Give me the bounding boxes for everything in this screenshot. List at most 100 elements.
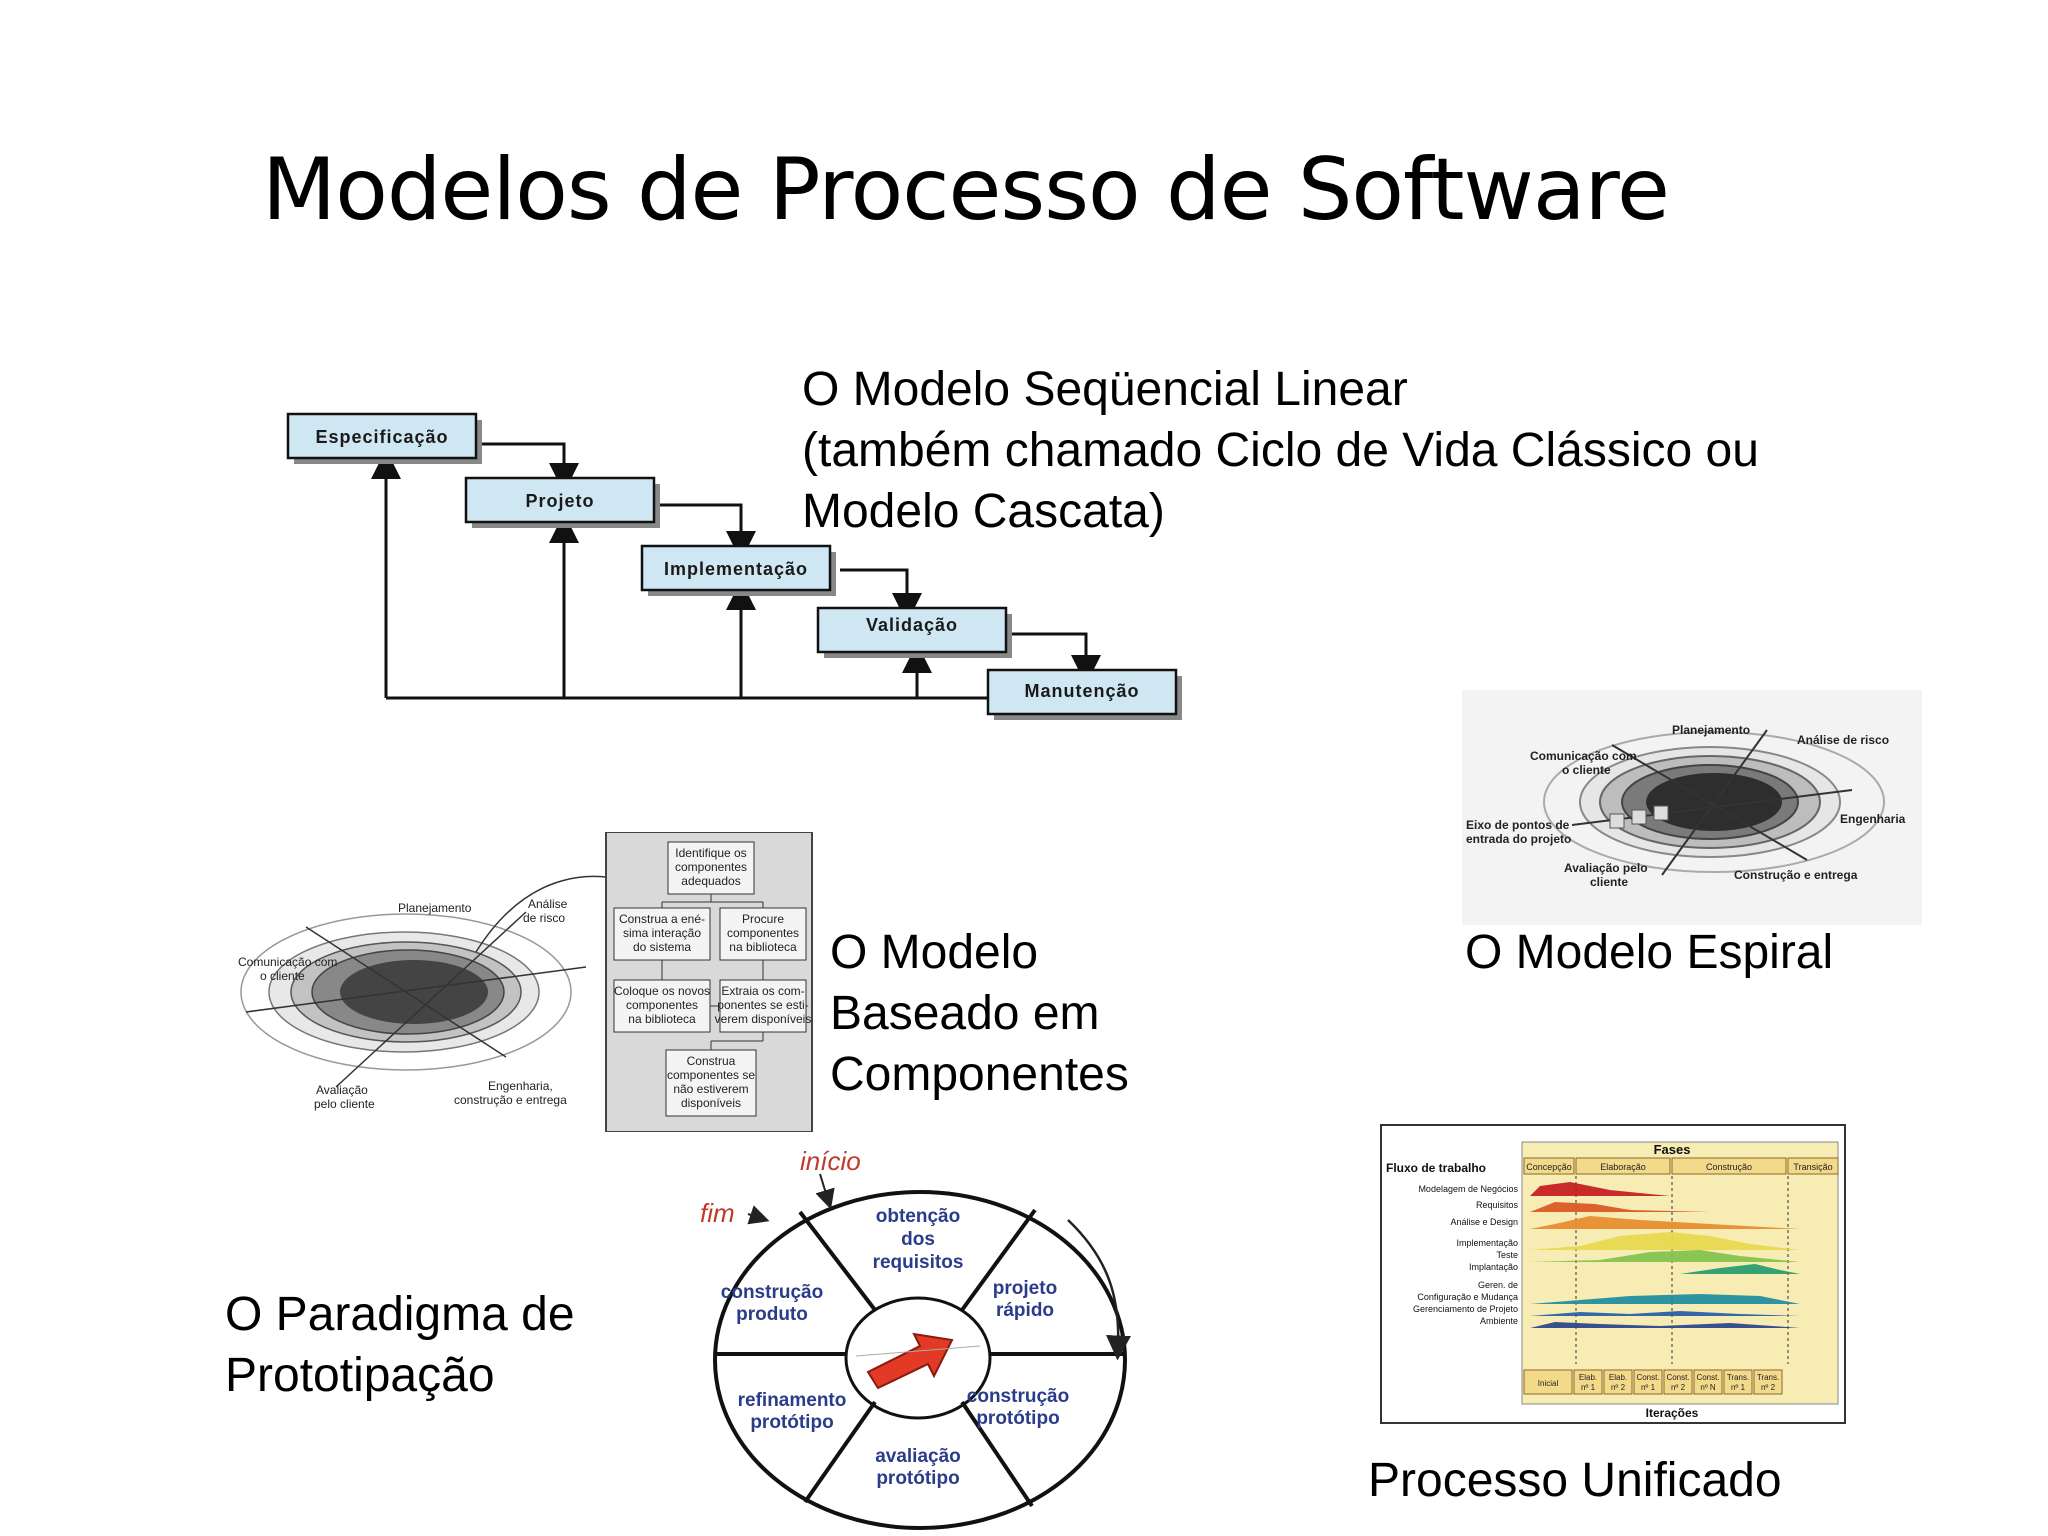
svg-text:dos: dos xyxy=(901,1229,935,1250)
svg-text:sima interação: sima interação xyxy=(623,926,701,940)
svg-text:protótipo: protótipo xyxy=(750,1412,833,1433)
workflow-hump xyxy=(1530,1264,1800,1274)
flow-box: Construa componentes se não estiverem di… xyxy=(665,1049,757,1117)
svg-text:do sistema: do sistema xyxy=(633,940,691,954)
flow-box: Construa a ené- sima interação do sistem… xyxy=(613,907,711,961)
iteration-label: Trans. xyxy=(1757,1373,1779,1382)
comp-label-engenharia-2: construção e entrega xyxy=(454,1093,567,1107)
stage-manutencao: Manutenção xyxy=(986,668,1182,720)
iteration-label: Const. xyxy=(1696,1373,1719,1382)
workflow-hump xyxy=(1530,1202,1800,1212)
iteration-label: nº 2 xyxy=(1611,1383,1626,1392)
comp-label-comunicacao: Comunicação com xyxy=(238,955,337,969)
caption-line: O Modelo Seqüencial Linear xyxy=(802,363,1408,416)
segment-refinamento: refinamento protótipo xyxy=(738,1390,847,1433)
svg-text:ponentes se esti-: ponentes se esti- xyxy=(717,998,808,1012)
iteration-label: nº N xyxy=(1700,1383,1716,1392)
iteration-cell: Const.nº N xyxy=(1693,1369,1723,1395)
svg-text:componentes: componentes xyxy=(675,860,747,874)
svg-text:construção: construção xyxy=(967,1386,1069,1407)
workflow-hump xyxy=(1530,1322,1800,1328)
components-caption: O Modelo Baseado em Componentes xyxy=(830,922,1129,1105)
iteration-label: nº 1 xyxy=(1641,1383,1656,1392)
inicio-label: início xyxy=(800,1150,861,1176)
page-title: Modelos de Processo de Software xyxy=(262,140,1670,240)
stage-label: Validação xyxy=(866,615,958,635)
iteration-label: nº 1 xyxy=(1731,1383,1746,1392)
prototyping-diagram: início fim obtenção dos requisitos proje… xyxy=(700,1150,1132,1530)
workflow-label: Implementação xyxy=(1456,1238,1518,1248)
iteration-cell: Trans.nº 1 xyxy=(1723,1369,1753,1395)
phase-cell: Transição xyxy=(1787,1157,1839,1175)
svg-text:Coloque os novos: Coloque os novos xyxy=(614,984,710,998)
stage-label: Especificação xyxy=(315,427,448,447)
spiral-label-planejamento: Planejamento xyxy=(1672,723,1750,737)
spiral-label-avaliacao-2: cliente xyxy=(1590,875,1628,889)
workflow-label: Análise e Design xyxy=(1450,1217,1518,1227)
stage-label: Implementação xyxy=(664,559,808,579)
svg-text:na biblioteca: na biblioteca xyxy=(729,940,797,954)
workflow-hump xyxy=(1530,1250,1800,1262)
workflow-label: Gerenciamento de Projeto xyxy=(1413,1304,1518,1314)
svg-text:componentes: componentes xyxy=(626,998,698,1012)
caption-line: O Paradigma de xyxy=(225,1288,575,1341)
iteration-cell: Elab.nº 2 xyxy=(1603,1369,1633,1395)
components-diagram: Planejamento Análise de risco Comunicaçã… xyxy=(238,832,813,1132)
svg-text:Construa a ené-: Construa a ené- xyxy=(619,912,705,926)
iteration-label: Const. xyxy=(1666,1373,1689,1382)
iteration-label: Elab. xyxy=(1609,1373,1627,1382)
caption-line: Baseado em xyxy=(830,987,1100,1040)
stage-label: Projeto xyxy=(525,491,594,511)
svg-text:projeto: projeto xyxy=(993,1278,1057,1299)
workflow-label: Configuração e Mudança xyxy=(1417,1292,1518,1302)
spiral-caption: O Modelo Espiral xyxy=(1465,926,1834,979)
svg-text:requisitos: requisitos xyxy=(873,1252,964,1273)
spiral-label-analise: Análise de risco xyxy=(1797,733,1889,747)
flow-box: Extraia os com- ponentes se esti- verem … xyxy=(715,979,812,1033)
unified-caption: Processo Unificado xyxy=(1368,1454,1782,1507)
waterfall-diagram: Especificação Projeto Implementação Vali… xyxy=(286,412,1182,720)
workflow-label: Ambiente xyxy=(1480,1316,1518,1326)
svg-text:Identifique os: Identifique os xyxy=(675,846,746,860)
segment-avaliacao: avaliação protótipo xyxy=(875,1446,961,1489)
phase-cell: Elaboração xyxy=(1575,1157,1671,1175)
svg-text:componentes: componentes xyxy=(727,926,799,940)
svg-text:produto: produto xyxy=(736,1304,808,1325)
svg-text:Extraia os com-: Extraia os com- xyxy=(721,984,804,998)
workflow-label: Geren. de xyxy=(1478,1280,1518,1290)
spiral-label-eixo: Eixo de pontos de xyxy=(1466,818,1570,832)
svg-text:protótipo: protótipo xyxy=(976,1408,1059,1429)
phase-label: Concepção xyxy=(1526,1162,1572,1172)
comp-label-avaliacao: Avaliação xyxy=(316,1083,368,1097)
iteration-label: Const. xyxy=(1636,1373,1659,1382)
segment-construcao-prototipo: construção protótipo xyxy=(967,1386,1069,1429)
spiral-label-avaliacao: Avaliação pelo xyxy=(1564,861,1648,875)
comp-label-planejamento: Planejamento xyxy=(398,901,472,915)
comp-label-avaliacao-2: pelo cliente xyxy=(314,1097,375,1111)
workflow-hump xyxy=(1530,1311,1800,1316)
phase-label: Elaboração xyxy=(1600,1162,1646,1172)
stage-validacao: Validação xyxy=(816,606,1012,658)
iteration-label: Elab. xyxy=(1579,1373,1597,1382)
svg-text:verem disponíveis: verem disponíveis xyxy=(715,1012,812,1026)
spiral-label-construcao: Construção e entrega xyxy=(1734,868,1858,882)
iteration-label: nº 1 xyxy=(1581,1383,1596,1392)
svg-text:disponíveis: disponíveis xyxy=(681,1096,741,1110)
phase-cell: Concepção xyxy=(1523,1157,1575,1175)
phase-label: Construção xyxy=(1706,1162,1752,1172)
workflow-label: Requisitos xyxy=(1476,1200,1519,1210)
stage-implementacao: Implementação xyxy=(640,544,836,596)
segment-projeto-rapido: projeto rápido xyxy=(993,1278,1057,1321)
flow-box: Identifique os componentes adequados xyxy=(667,841,755,895)
workflow-hump xyxy=(1530,1294,1800,1304)
caption-line: (também chamado Ciclo de Vida Clássico o… xyxy=(802,424,1759,477)
svg-text:componentes se: componentes se xyxy=(667,1068,755,1082)
flow-box: Coloque os novos componentes na bibliote… xyxy=(613,979,711,1033)
segment-obtencao: obtenção dos requisitos xyxy=(873,1206,964,1273)
segment-construcao-produto: construção produto xyxy=(721,1282,823,1325)
iteration-label: Trans. xyxy=(1727,1373,1749,1382)
waterfall-caption: O Modelo Seqüencial Linear (também chama… xyxy=(802,359,1759,542)
comp-label-analise: Análise xyxy=(528,897,568,911)
iteration-cell: Inicial xyxy=(1523,1369,1573,1395)
iteration-cell: Elab.nº 1 xyxy=(1573,1369,1603,1395)
